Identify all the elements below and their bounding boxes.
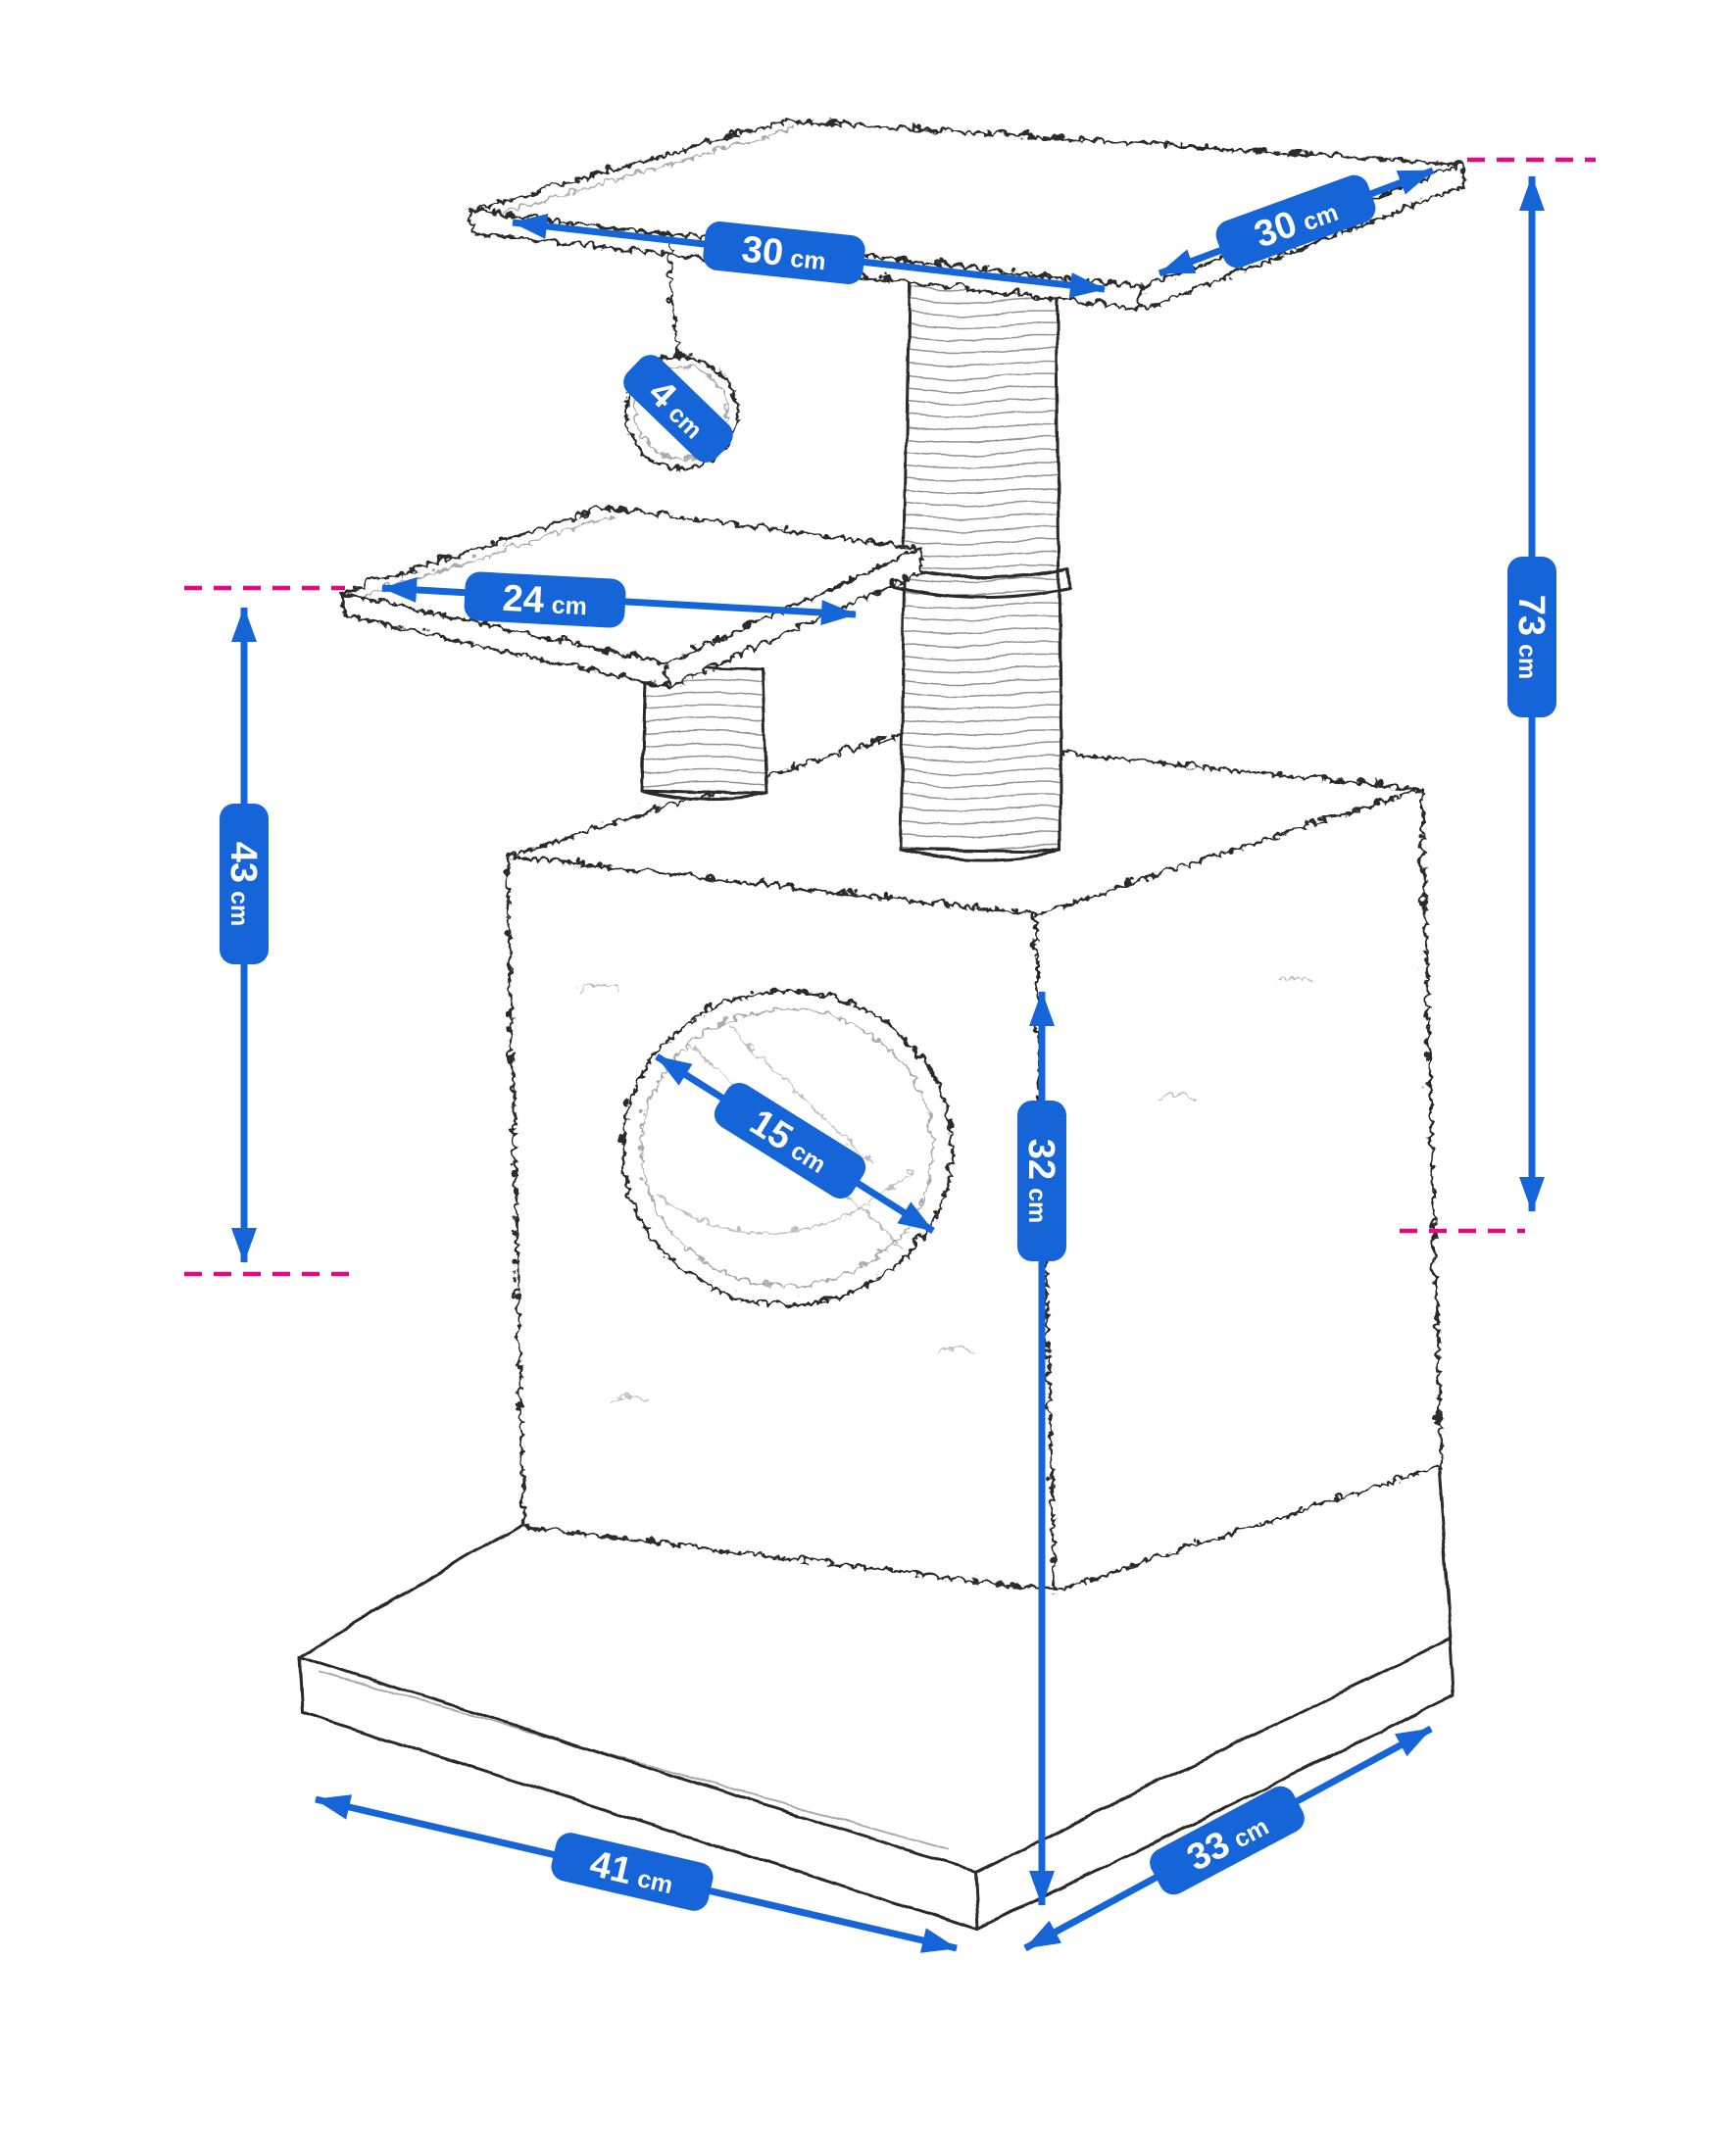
svg-text:30cm: 30cm <box>740 229 828 279</box>
cube-right-face <box>1030 784 1440 1590</box>
middle-platform <box>336 503 920 686</box>
svg-text:73cm: 73cm <box>1510 595 1552 679</box>
support-post <box>640 664 767 801</box>
dimension-label-ball-diameter: 4cm <box>623 355 733 463</box>
post-joint-collar <box>890 564 1072 599</box>
support-post-body <box>640 664 767 796</box>
reference-lines <box>184 157 1596 1277</box>
dimension-label-house-height: 32cm <box>1017 1101 1066 1261</box>
svg-text:41cm: 41cm <box>586 1843 678 1902</box>
middle-platform-surface <box>336 503 918 662</box>
dimension-label-total-height: 73cm <box>1507 557 1556 717</box>
dimension-label-base-width: 41cm <box>551 1833 714 1911</box>
main-post-body <box>898 258 1063 853</box>
svg-text:32cm: 32cm <box>1020 1139 1061 1223</box>
ball-string <box>666 238 678 355</box>
cat-house-cube <box>502 731 1440 1590</box>
svg-text:43cm: 43cm <box>222 842 264 926</box>
dimension-label-top-platform-depth: 30cm <box>1215 174 1376 269</box>
dimension-label-middle-platform-height: 43cm <box>220 804 269 964</box>
